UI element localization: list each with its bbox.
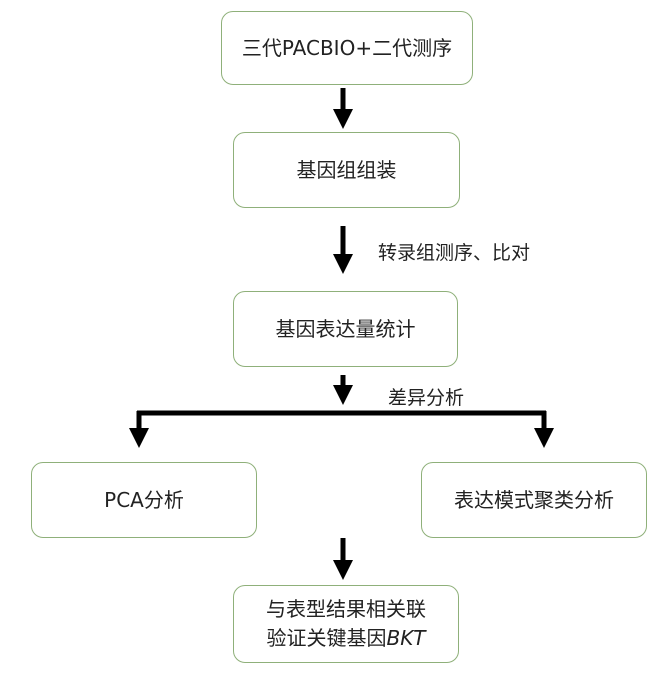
sequencing-box: 三代PACBIO+二代测序 — [221, 11, 473, 85]
pca-box: PCA分析 — [31, 462, 257, 538]
pattern-label: 表达模式聚类分析 — [454, 487, 614, 512]
validation-line2: 验证关键基因BKT — [266, 624, 426, 653]
validation-line1: 与表型结果相关联 — [266, 597, 426, 621]
validation-box: 与表型结果相关联 验证关键基因BKT — [233, 585, 459, 663]
transcriptome-edge-label: 转录组测序、比对 — [378, 242, 531, 264]
differential-edge-label: 差异分析 — [388, 387, 465, 409]
validation-line2-prefix: 验证关键基因 — [266, 626, 387, 650]
assembly-label: 基因组组装 — [296, 157, 397, 182]
expression-box: 基因表达量统计 — [233, 291, 458, 367]
expression-label: 基因表达量统计 — [275, 316, 416, 341]
validation-text: 与表型结果相关联 验证关键基因BKT — [266, 595, 426, 653]
validation-gene: BKT — [386, 626, 426, 650]
pattern-box: 表达模式聚类分析 — [421, 462, 647, 538]
assembly-box: 基因组组装 — [233, 132, 460, 208]
sequencing-label: 三代PACBIO+二代测序 — [241, 35, 453, 60]
pca-label: PCA分析 — [104, 487, 184, 512]
